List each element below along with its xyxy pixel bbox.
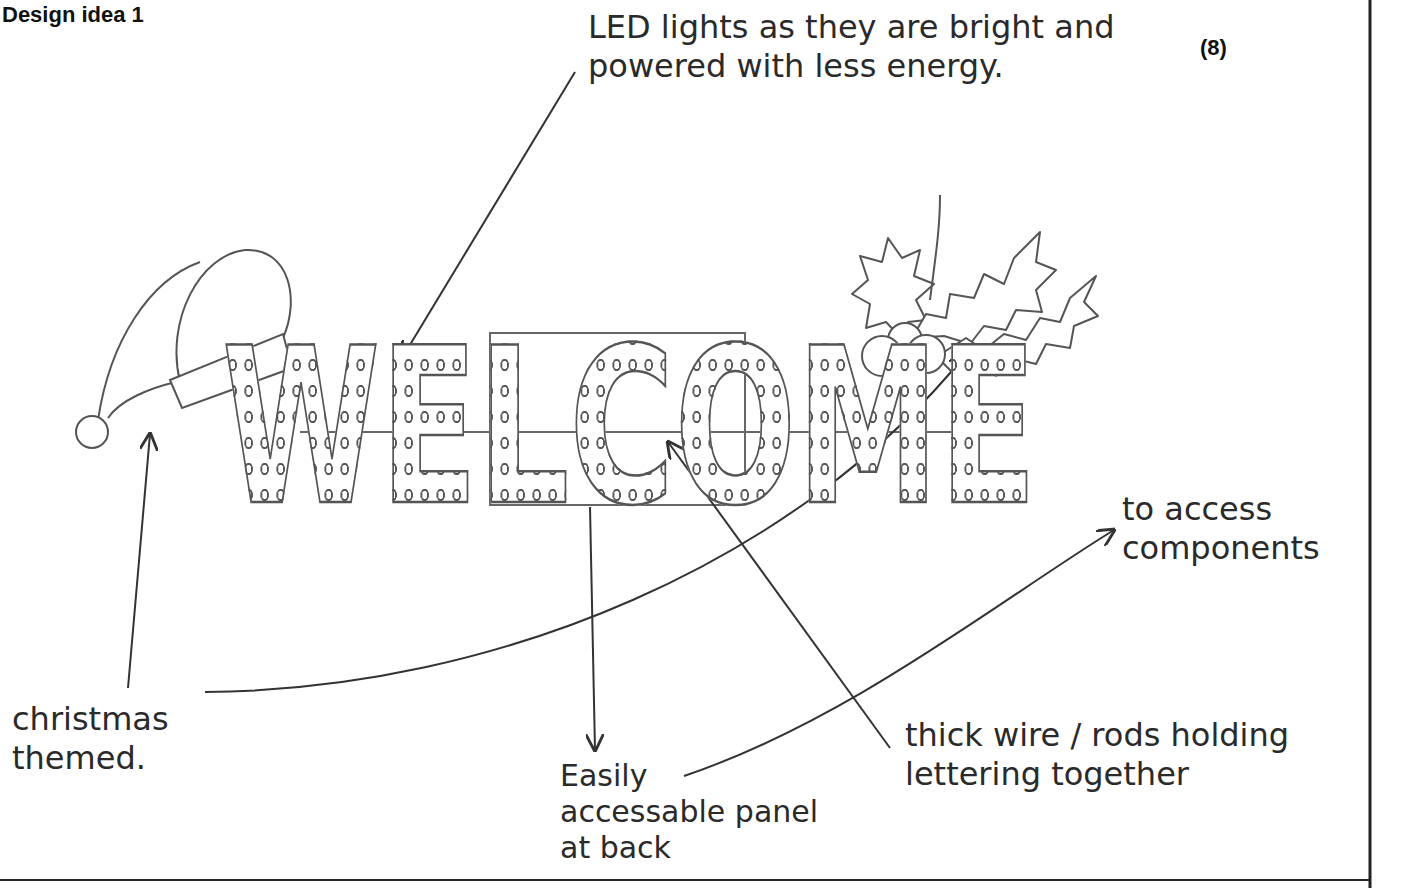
leader-arrows — [128, 72, 1114, 776]
marks-available: (8) — [1200, 35, 1227, 61]
annotation-note: LED lights as they are bright and powere… — [588, 8, 1158, 86]
annotation-note: Easily accessable panel at back — [560, 758, 822, 866]
annotation-note: to access components — [1122, 490, 1367, 568]
welcome-lettering: WELCOME — [222, 320, 1037, 535]
page-border — [0, 879, 1370, 881]
annotation-note: christmas themed. — [12, 700, 252, 778]
annotation-note: thick wire / rods holding lettering toge… — [905, 716, 1365, 794]
sheet-title: Design idea 1 — [2, 2, 144, 28]
page-border — [1369, 0, 1372, 888]
